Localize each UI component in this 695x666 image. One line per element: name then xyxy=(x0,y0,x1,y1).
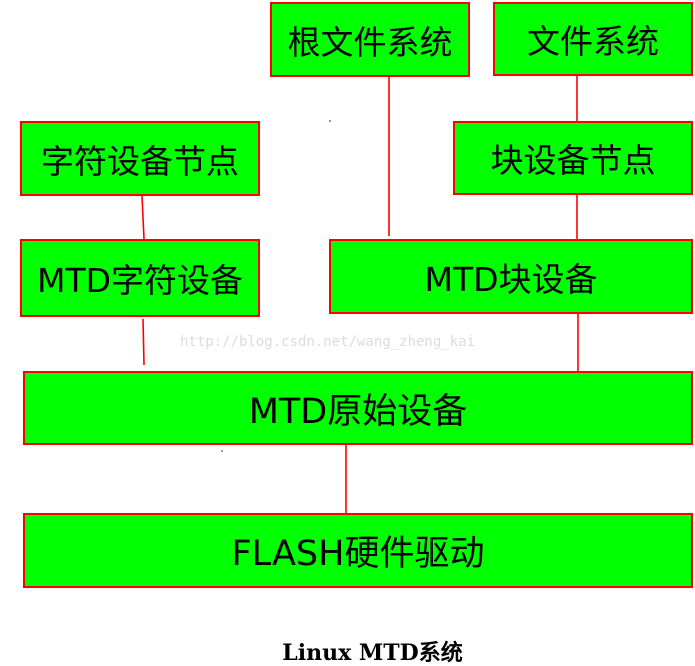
node-mtd-raw-device: MTD原始设备 xyxy=(23,371,693,445)
watermark-text: http://blog.csdn.net/wang_zheng_kai xyxy=(180,334,476,350)
connector-mtd-char-to-mtd-raw xyxy=(142,318,145,366)
connector-char-node-to-mtd-char xyxy=(141,195,145,240)
stray-dot xyxy=(329,120,331,122)
diagram-caption: Linux MTD系统 xyxy=(282,640,463,666)
node-mtd-char-device: MTD字符设备 xyxy=(20,239,260,317)
node-flash-hardware-driver: FLASH硬件驱动 xyxy=(23,513,693,588)
node-block-device-node: 块设备节点 xyxy=(453,121,693,195)
stray-dot xyxy=(221,450,223,452)
node-root-filesystem: 根文件系统 xyxy=(270,2,470,77)
node-char-device-node: 字符设备节点 xyxy=(20,121,260,196)
node-filesystem: 文件系统 xyxy=(493,2,693,76)
node-mtd-block-device: MTD块设备 xyxy=(329,239,693,314)
